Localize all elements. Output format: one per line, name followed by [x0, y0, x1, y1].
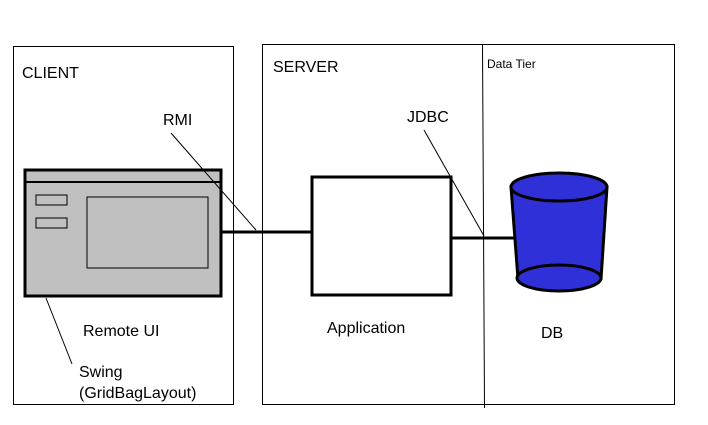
remote-ui-labels: Remote UI Swing (GridBagLayout): [45, 297, 196, 402]
rmi-label: RMI: [163, 112, 192, 129]
jdbc-label: JDBC: [407, 109, 449, 126]
jdbc-pointer-line: [423, 129, 485, 237]
server-tier-title: SERVER: [273, 59, 339, 76]
application-node: Application: [310, 175, 453, 337]
data-tier-divider: [482, 43, 485, 409]
rmi-pointer-line: [170, 132, 257, 231]
remote-ui-label: Remote UI: [83, 323, 159, 340]
window-icon: [23, 168, 223, 298]
application-label: Application: [327, 320, 405, 337]
db-label: DB: [541, 325, 563, 342]
swing-label: Swing: [79, 364, 123, 381]
server-tier-frame: [262, 44, 675, 405]
server-tier: SERVER: [262, 44, 675, 405]
client-tier-title: CLIENT: [22, 65, 79, 82]
gridbaglayout-label: (GridBagLayout): [79, 385, 196, 402]
application-box: [310, 175, 453, 297]
client-tier-frame: [13, 46, 234, 405]
client-tier: CLIENT: [13, 46, 234, 405]
jdbc-connection: JDBC: [407, 109, 515, 240]
swing-pointer-line: [45, 297, 73, 365]
database-icon: DB: [509, 171, 609, 342]
rmi-connection: RMI: [163, 112, 312, 234]
data-tier: Data Tier: [482, 43, 536, 409]
data-tier-title: Data Tier: [487, 57, 536, 71]
